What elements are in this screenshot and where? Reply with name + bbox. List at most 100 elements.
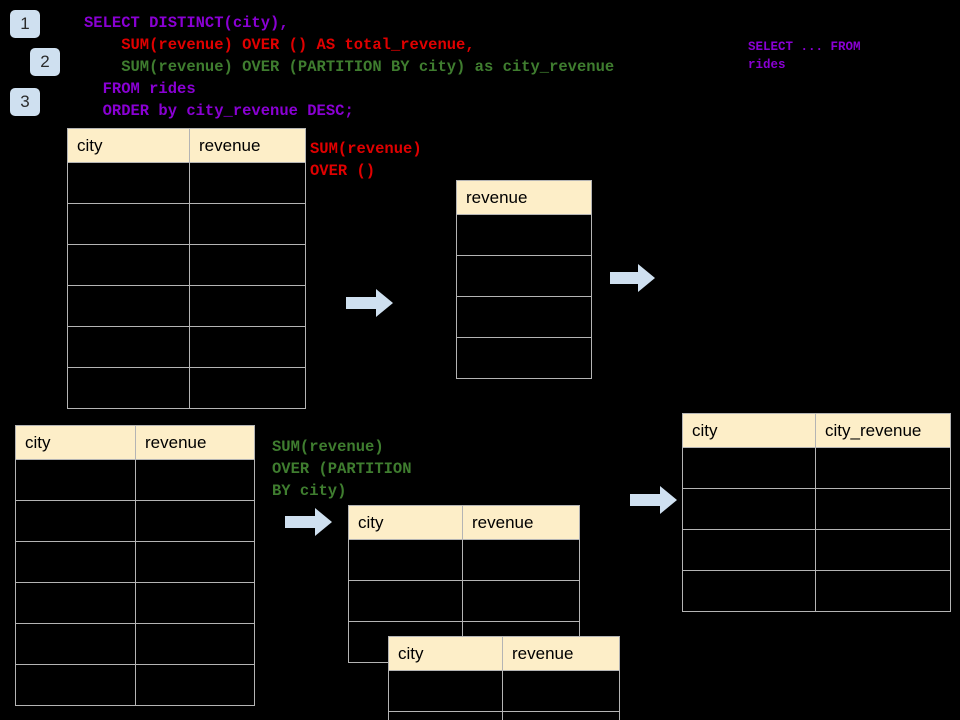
cell xyxy=(67,367,190,409)
table-row xyxy=(388,711,620,720)
cell xyxy=(189,285,306,327)
annotation-sum-over-partition: SUM(revenue) OVER (PARTITION BY city) xyxy=(272,438,412,500)
table-header-row: city revenue xyxy=(348,505,580,540)
arrow-right-icon-bottom-right xyxy=(630,486,677,514)
arrow-right-icon-top-right xyxy=(610,264,655,292)
table-row xyxy=(67,162,306,204)
table-row xyxy=(67,285,306,327)
cell xyxy=(135,500,255,542)
column-header-revenue: revenue xyxy=(189,128,306,163)
cell xyxy=(456,337,592,379)
cell xyxy=(456,255,592,297)
column-header-revenue: revenue xyxy=(502,636,620,671)
table-header-row: city revenue xyxy=(67,128,306,163)
cell xyxy=(67,285,190,327)
sql-line-select-distinct: SELECT DISTINCT(city), xyxy=(84,14,289,32)
cell xyxy=(388,670,503,712)
cell xyxy=(67,203,190,245)
step-badge-3: 3 xyxy=(10,88,40,116)
cell xyxy=(456,214,592,256)
cell xyxy=(189,367,306,409)
table-row xyxy=(67,244,306,286)
table-row xyxy=(15,623,255,665)
cell xyxy=(682,447,816,489)
sql-line-from-rides: FROM rides xyxy=(84,80,196,98)
table-row xyxy=(348,539,580,581)
table-row xyxy=(682,570,951,612)
cell xyxy=(189,203,306,245)
table-row xyxy=(348,580,580,622)
table-row xyxy=(67,367,306,409)
table-row xyxy=(67,326,306,368)
table-rides-source-bottom: city revenue xyxy=(15,425,255,706)
column-header-city: city xyxy=(682,413,816,448)
step-badge-2: 2 xyxy=(30,48,60,76)
cell xyxy=(15,459,136,501)
cell xyxy=(348,539,463,581)
table-header-row: city revenue xyxy=(388,636,620,671)
annotation-sum-over-empty: SUM(revenue) OVER () xyxy=(310,140,422,180)
cell xyxy=(15,541,136,583)
table-row xyxy=(456,255,592,297)
cell xyxy=(815,529,951,571)
table-row xyxy=(456,296,592,338)
table-partition-group-front: city revenue xyxy=(388,636,620,720)
table-header-row: city city_revenue xyxy=(682,413,951,448)
cell xyxy=(15,623,136,665)
column-header-revenue: revenue xyxy=(462,505,580,540)
table-row xyxy=(15,664,255,706)
column-header-revenue: revenue xyxy=(135,425,255,460)
cell xyxy=(682,570,816,612)
cell xyxy=(502,670,620,712)
cell xyxy=(815,447,951,489)
cell xyxy=(15,582,136,624)
annotation-select-from-rides: SELECT ... FROM rides xyxy=(748,40,861,72)
table-total-revenue-result: revenue xyxy=(456,180,592,379)
cell xyxy=(682,529,816,571)
table-row xyxy=(15,459,255,501)
table-rides-source-top: city revenue xyxy=(67,128,306,409)
cell xyxy=(67,326,190,368)
cell xyxy=(67,244,190,286)
cell xyxy=(388,711,503,720)
column-header-city: city xyxy=(348,505,463,540)
cell xyxy=(462,539,580,581)
table-row xyxy=(456,214,592,256)
cell xyxy=(502,711,620,720)
table-row xyxy=(682,488,951,530)
column-header-revenue: revenue xyxy=(456,180,592,215)
cell xyxy=(135,664,255,706)
table-header-row: revenue xyxy=(456,180,592,215)
sql-line-order-by: ORDER by city_revenue DESC; xyxy=(84,102,354,120)
arrow-right-icon-top-left xyxy=(346,289,393,317)
cell xyxy=(189,162,306,204)
cell xyxy=(189,326,306,368)
cell xyxy=(135,582,255,624)
table-header-row: city revenue xyxy=(15,425,255,460)
table-row xyxy=(456,337,592,379)
cell xyxy=(456,296,592,338)
table-row xyxy=(15,500,255,542)
table-row xyxy=(15,582,255,624)
table-row xyxy=(15,541,255,583)
cell xyxy=(348,580,463,622)
cell xyxy=(815,488,951,530)
cell xyxy=(15,664,136,706)
sql-line-city-revenue: SUM(revenue) OVER (PARTITION BY city) as… xyxy=(84,58,615,76)
cell xyxy=(682,488,816,530)
column-header-city: city xyxy=(15,425,136,460)
cell xyxy=(815,570,951,612)
table-row xyxy=(682,447,951,489)
step-badge-1: 1 xyxy=(10,10,40,38)
table-row xyxy=(67,203,306,245)
cell xyxy=(462,580,580,622)
cell xyxy=(15,500,136,542)
arrow-right-icon-bottom-left xyxy=(285,508,332,536)
column-header-city-revenue: city_revenue xyxy=(815,413,951,448)
column-header-city: city xyxy=(67,128,190,163)
table-city-revenue-result: city city_revenue xyxy=(682,413,951,612)
column-header-city: city xyxy=(388,636,503,671)
cell xyxy=(135,623,255,665)
table-row xyxy=(682,529,951,571)
